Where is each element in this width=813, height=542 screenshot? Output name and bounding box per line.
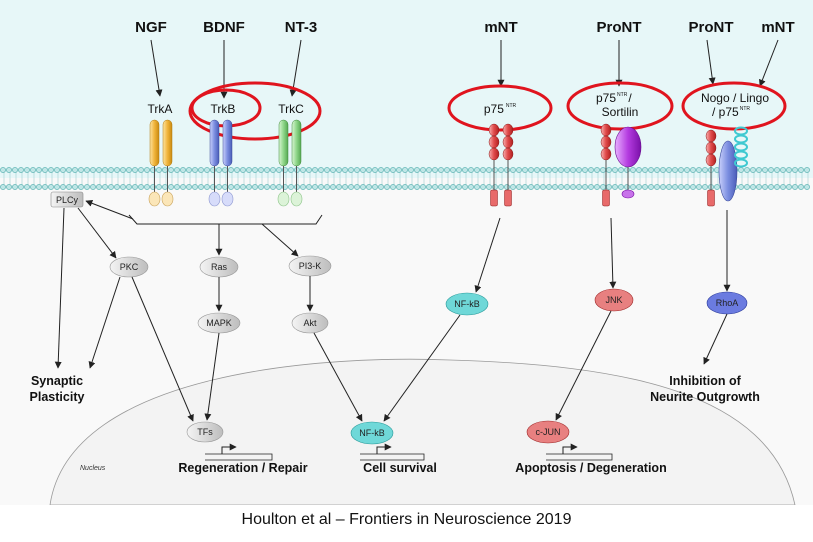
arrow-sortilin-jnk [609,217,617,289]
svg-text:JNK: JNK [605,295,622,305]
node-plcy: PLCy [50,191,84,208]
arrow-jnk-cjun [555,310,612,421]
arrow-pkc-tfs [131,276,194,422]
highlight-ring-sortilin [566,81,674,131]
gene-mark-regeneration [205,443,273,461]
extracellular-space [0,0,813,178]
lingo-coils [734,126,748,168]
svg-text:Ras: Ras [211,262,228,272]
node-mapk: MAPK [197,312,241,334]
ligand-pront-2: ProNT [689,19,734,36]
svg-text:NF-kB: NF-kB [454,299,480,309]
highlight-ring-p75 [447,84,553,132]
highlight-ring-nogo [681,81,787,131]
arrow-rhoa-inhibition [703,313,728,365]
outcome-inhibition-line1: Inhibition of [669,374,741,388]
ligand-mnt-2: mNT [761,19,794,36]
trk-signal-bracket [128,214,323,225]
node-akt: Akt [291,312,329,334]
svg-text:c-JUN: c-JUN [536,427,561,437]
trka-receptor [148,119,174,207]
arrow-to-pi3k [261,223,299,257]
arrow-to-plcy [85,199,134,220]
node-cjun: c-JUN [526,420,570,444]
arrow-plcy-synaptic [54,207,65,369]
nucleus [49,358,796,505]
node-pi3k: PI3-K [288,255,332,277]
receptor-label-p75-sortilin: p75NTR/ [596,91,632,105]
outcome-regeneration: Regeneration / Repair [178,461,307,475]
p75-receptor [488,123,514,207]
gene-mark-survival [360,443,425,461]
receptor-label-nogo-p75: / p75NTR [712,105,750,119]
receptor-label-nogo-lingo: Nogo / Lingo [701,91,769,105]
nucleus-label: Nucleus [80,465,106,472]
receptor-label-trka: TrkA [148,102,173,116]
svg-text:PKC: PKC [120,262,139,272]
arrow-pront-nogo [706,39,716,85]
node-rhoa: RhoA [706,291,748,315]
node-jnk: JNK [594,288,634,312]
arrow-nfkb-nucleus [383,314,461,422]
outcome-apoptosis: Apoptosis / Degeneration [515,461,666,475]
svg-text:PI3-K: PI3-K [299,261,322,271]
outcome-inhibition-line2: Neurite Outgrowth [650,390,760,404]
arrow-akt-nfkb [313,332,363,422]
node-tfs: TFs [186,421,224,443]
svg-text:MAPK: MAPK [206,318,232,328]
highlight-ring-trkb-outer [188,81,322,141]
outcome-synaptic-line2: Plasticity [30,390,85,404]
node-pkc: PKC [109,256,149,278]
svg-text:RhoA: RhoA [716,298,739,308]
arrow-pkc-synaptic [88,276,121,369]
p75-sortilin-receptor [600,123,642,207]
cell-membrane [0,167,810,190]
ligand-nt3: NT-3 [285,19,318,36]
node-nfkb-cytoplasm: NF-kB [445,292,489,316]
svg-text:Akt: Akt [303,318,317,328]
node-ras: Ras [199,256,239,278]
arrow-plcy-pkc [77,207,117,259]
arrow-p75-nfkb [474,217,501,293]
gene-mark-apoptosis [546,443,613,461]
svg-text:TFs: TFs [197,427,213,437]
signaling-diagram: Nucleus NGF BDNF NT-3 mNT ProNT ProNT mN… [0,0,813,505]
nogo-lingo-p75-receptor [705,126,748,207]
arrow-mapk-tfs [204,332,220,421]
svg-text:PLCy: PLCy [56,195,79,205]
receptor-label-sortilin: Sortilin [602,105,639,119]
receptor-label-trkc: TrkC [278,102,304,116]
svg-text:NF-kB: NF-kB [359,428,385,438]
figure-caption: Houlton et al – Frontiers in Neuroscienc… [241,511,572,528]
arrow-nt3-trkc [289,39,302,97]
trkb-receptor [208,119,234,207]
trkc-receptor [277,119,303,207]
node-nfkb-nucleus: NF-kB [350,421,394,445]
ligand-mnt: mNT [484,19,517,36]
ligand-ngf: NGF [135,19,167,36]
arrow-ngf-trka [150,39,163,97]
outcome-synaptic-line1: Synaptic [31,374,83,388]
receptor-label-trkb: TrkB [211,102,236,116]
outcome-survival: Cell survival [363,461,437,475]
arrow-mnt-nogo [759,39,779,87]
ligand-bdnf: BDNF [203,19,245,36]
ligand-pront: ProNT [597,19,642,36]
